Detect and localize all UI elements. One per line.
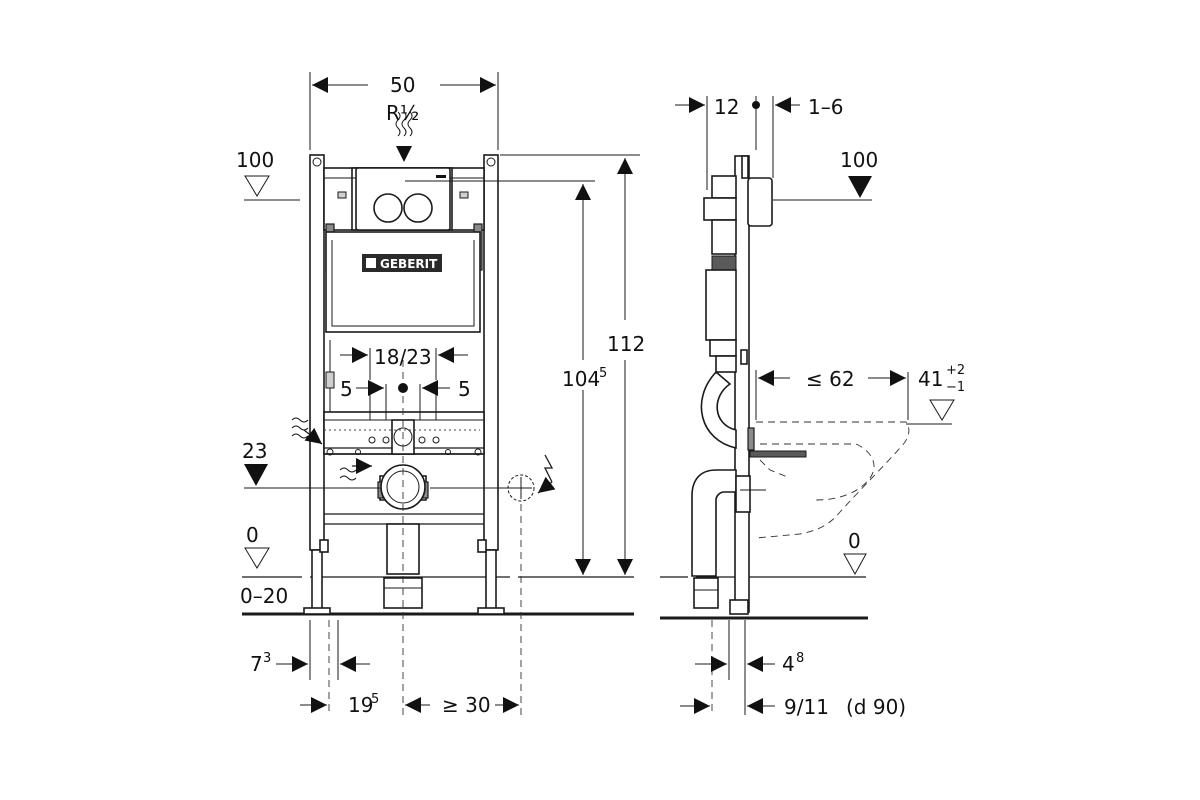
frame-offset-label: 4 [782, 652, 795, 676]
power-distance-label: ≥ 30 [442, 693, 491, 717]
side-level-top-label: 100 [840, 148, 878, 172]
side-dimension-arrows [675, 97, 906, 714]
offset-left-label: 5 [340, 377, 353, 401]
bowl-projection-label: ≤ 62 [806, 367, 855, 391]
drain-offset-sup: 5 [371, 692, 379, 707]
front-frame-posts [303, 154, 505, 615]
drain-level-label: 23 [242, 439, 267, 463]
side-floor-lines [660, 576, 868, 620]
side-offset-back-label: 1–6 [808, 95, 843, 119]
foot-offset-sup: 3 [263, 651, 271, 666]
front-centre-lines [244, 72, 640, 715]
side-fixing-bolt [749, 450, 807, 458]
wall-depth-label: 9/11 [784, 695, 829, 719]
side-drain-pipe [691, 469, 766, 609]
front-level-top-label: 100 [236, 148, 274, 172]
side-floor-level-label: 0 [848, 529, 861, 553]
pipe-diameter-label: (d 90) [846, 695, 906, 719]
wc-bowl-outline [755, 421, 910, 539]
water-supply-icon [395, 111, 413, 162]
front-frame-internals [323, 340, 485, 609]
front-width-label: 50 [390, 73, 415, 97]
drain-offset-label: 19 [348, 693, 373, 717]
bowl-tol-minus: −1 [946, 380, 965, 395]
actuator-height-sup: 5 [599, 366, 607, 381]
bowl-tol-plus: +2 [946, 363, 965, 378]
frame-height-label: 112 [607, 332, 645, 356]
supply-thread-label: R½ [386, 101, 419, 125]
side-offset-front-label: 12 [714, 95, 739, 119]
frame-offset-sup: 8 [796, 651, 804, 666]
side-level-symbols [843, 176, 955, 576]
bolt-spacing-label: 18/23 [374, 345, 432, 369]
front-floor-level-label: 0 [246, 523, 259, 547]
floor-range-label: 0–20 [240, 584, 288, 608]
wastewater-icon [291, 417, 372, 481]
front-dimension-arrows [276, 77, 633, 713]
brand-logo: GEBERIT [380, 257, 438, 271]
side-cistern [700, 175, 755, 451]
actuator-height-label: 104 [562, 367, 600, 391]
front-floor-lines [242, 576, 634, 616]
bowl-height-label: 41 [918, 367, 943, 391]
foot-offset-label: 7 [250, 652, 263, 676]
electricity-icon [537, 454, 556, 494]
side-extension-lines [706, 96, 952, 715]
power-socket-symbol [507, 474, 535, 502]
front-level-symbols [244, 175, 270, 569]
front-view: GEBERIT [236, 72, 645, 717]
side-view: 12 1–6 100 ≤ 62 41 +2 −1 0 4 8 9/11 (d 9… [660, 95, 965, 719]
front-cistern: GEBERIT [323, 167, 485, 333]
offset-right-label: 5 [458, 377, 471, 401]
